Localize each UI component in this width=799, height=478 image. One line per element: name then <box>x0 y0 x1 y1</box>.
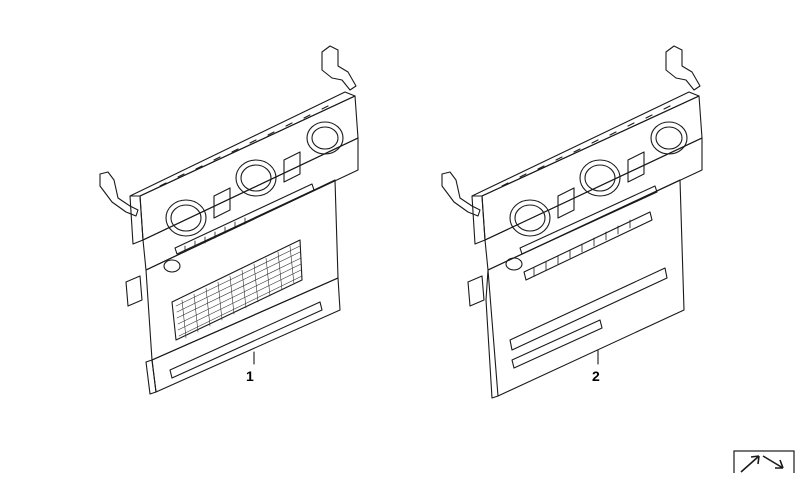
round-vent-center-inner <box>584 164 616 192</box>
lower-edge <box>145 359 157 395</box>
mounting-bracket-right <box>321 45 357 91</box>
center-console-panel-1 <box>99 45 359 395</box>
mounting-bracket-left <box>99 171 139 217</box>
round-vent-left <box>509 199 551 237</box>
center-console-panel-2 <box>441 45 703 399</box>
round-vent-center <box>235 159 277 197</box>
storage-grille <box>171 239 303 341</box>
part-number-2: 2 <box>592 368 600 384</box>
tray-slot-upper <box>509 267 668 351</box>
mounting-bracket-left <box>441 171 481 217</box>
round-vent-left-inner <box>170 204 202 232</box>
tray-slot-lower <box>511 319 603 369</box>
round-vent-left <box>165 199 207 237</box>
middle-strip <box>142 137 359 271</box>
upper-panel-top <box>129 91 356 197</box>
switch-left <box>557 187 575 219</box>
switch-right <box>283 151 301 183</box>
part-number-1: 1 <box>246 368 254 384</box>
upper-panel-side <box>471 195 486 245</box>
button-row-ribs <box>533 219 631 277</box>
round-vent-right-inner <box>655 126 683 150</box>
upper-panel-face <box>139 95 359 241</box>
lower-panel-face <box>487 179 685 397</box>
cd-slot <box>519 185 658 255</box>
switch-right <box>627 151 645 183</box>
knob <box>505 257 523 271</box>
side-clip <box>125 275 143 307</box>
top-vent-slots <box>159 105 329 187</box>
upper-panel-side <box>129 195 144 245</box>
mounting-bracket-right <box>665 45 701 91</box>
top-vent-slots <box>501 105 671 187</box>
button-row <box>523 211 653 281</box>
switch-left <box>213 187 231 219</box>
round-vent-left-inner <box>514 204 546 232</box>
grille-mesh <box>175 245 303 339</box>
round-vent-center <box>579 159 621 197</box>
round-vent-center-inner <box>240 164 272 192</box>
middle-strip <box>484 137 703 271</box>
side-clip <box>467 275 485 307</box>
round-vent-right-inner <box>311 126 339 150</box>
knob <box>163 259 181 273</box>
slot-ribs <box>184 217 246 253</box>
tray-slot <box>169 301 323 379</box>
arrow-expand-icon[interactable] <box>733 450 795 473</box>
lower-edge <box>485 269 499 399</box>
